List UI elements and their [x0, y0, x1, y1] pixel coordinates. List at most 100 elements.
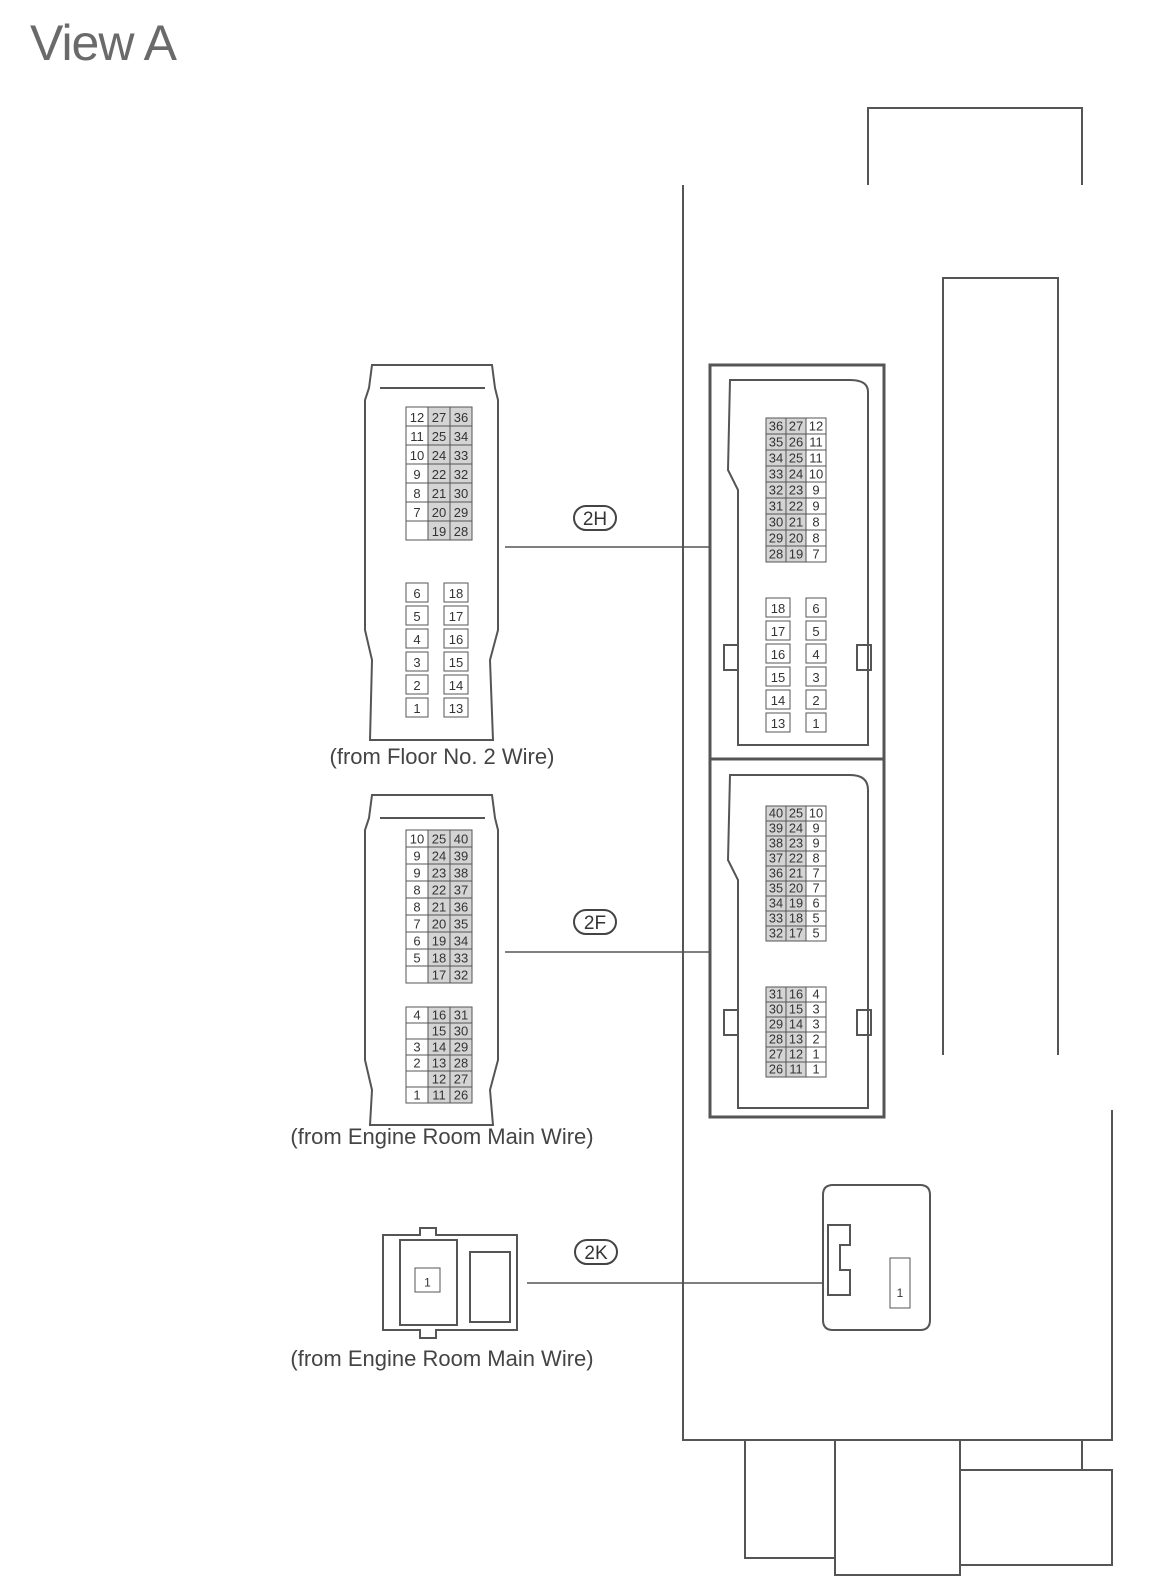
leader-lines: [505, 546, 823, 1284]
pin-cell: [449, 965, 473, 984]
pin-number: 36: [454, 410, 468, 425]
pin-number: 2: [413, 1055, 420, 1070]
pin-number: 28: [454, 1055, 468, 1070]
pin-cell: [449, 520, 473, 541]
pin-number: 16: [789, 987, 803, 1002]
pin-number: 8: [413, 486, 420, 501]
pin-number: 7: [812, 546, 819, 561]
pin-cell: [405, 628, 429, 649]
pin-cell: [765, 666, 791, 687]
pin-number: 10: [410, 448, 424, 463]
pin-number: 20: [432, 916, 446, 931]
pin-number: 30: [454, 1023, 468, 1038]
pin-cell: [805, 689, 827, 710]
pin-number: 32: [454, 467, 468, 482]
pin-number: 9: [812, 482, 819, 497]
pin-cell: [765, 712, 791, 733]
pin-number: 27: [769, 1047, 783, 1062]
pin-cell: [414, 1267, 441, 1293]
pin-number: 32: [769, 926, 783, 941]
connector-code-text: 2H: [583, 509, 607, 530]
pin-cell: [765, 689, 791, 710]
pin-cell: [805, 712, 827, 733]
pin-number: 6: [812, 896, 819, 911]
pin-number: 33: [769, 466, 783, 481]
pin-number: 33: [454, 950, 468, 965]
pin-number: 5: [413, 950, 420, 965]
pin-number: 11: [410, 429, 424, 444]
pin-number: 23: [789, 482, 803, 497]
pin-cell: [443, 697, 469, 718]
pin-number: 22: [432, 882, 446, 897]
pin-number: 4: [812, 987, 819, 1002]
socket-frames: [708, 363, 931, 1331]
pin-number: 3: [812, 1002, 819, 1017]
pin-number: 17: [432, 967, 446, 982]
pin-number: 19: [789, 546, 803, 561]
pin-number: 17: [789, 926, 803, 941]
plug-outlines: [364, 364, 518, 1339]
pin-number: 31: [769, 987, 783, 1002]
pin-number: 2: [812, 1032, 819, 1047]
pin-number: 25: [432, 831, 446, 846]
pin-number: 36: [454, 899, 468, 914]
pin-number: 30: [454, 486, 468, 501]
pin-cell: [443, 582, 469, 603]
pin-cell: [805, 545, 827, 563]
pin-number: 38: [454, 865, 468, 880]
pin-number: 3: [812, 1017, 819, 1032]
pin-number: 24: [432, 848, 446, 863]
pin-number: 17: [449, 609, 463, 624]
pin-cell: [805, 620, 827, 641]
pin-number: 15: [771, 670, 785, 685]
pin-number: 34: [769, 896, 783, 911]
pin-number: 15: [449, 655, 463, 670]
pin-cell: [449, 1086, 473, 1104]
pin-cell: [443, 651, 469, 672]
connector-source-label: (from Floor No. 2 Wire): [330, 744, 555, 769]
connector-code-2H: 2H: [573, 505, 617, 531]
pin-number: 11: [789, 1062, 802, 1077]
pin-number: 12: [432, 1071, 446, 1086]
pin-cell: [405, 651, 429, 672]
pin-number: 10: [809, 806, 823, 821]
pin-number: 7: [413, 916, 420, 931]
pin-number: 39: [454, 848, 468, 863]
pin-number: 1: [812, 1047, 819, 1062]
pin-number: 5: [812, 911, 819, 926]
pin-number: 18: [771, 601, 785, 616]
pin-number: 14: [432, 1039, 446, 1054]
connector-source-label: (from Engine Room Main Wire): [290, 1346, 593, 1371]
pin-number: 36: [769, 866, 783, 881]
pin-number: 35: [769, 434, 783, 449]
pin-number: 1: [897, 1286, 904, 1300]
pin-number: 17: [771, 624, 785, 639]
pin-cell: [405, 605, 429, 626]
pin-number: 26: [789, 434, 803, 449]
pin-number: 27: [789, 418, 803, 433]
pin-number: 18: [789, 911, 803, 926]
view-title: View A: [30, 15, 177, 71]
pin-cell: [443, 628, 469, 649]
pin-cell: [765, 620, 791, 641]
pin-number: 7: [812, 866, 819, 881]
pin-number: 20: [789, 530, 803, 545]
pin-cell: [405, 520, 429, 541]
pin-number: 8: [413, 882, 420, 897]
pin-number: 11: [809, 450, 823, 465]
pin-number: 6: [413, 933, 420, 948]
pin-number: 26: [769, 1062, 783, 1077]
pin-cell: [405, 674, 429, 695]
pin-number: 37: [769, 851, 783, 866]
connector-source-label: (from Engine Room Main Wire): [290, 1124, 593, 1149]
pin-cell: [805, 666, 827, 687]
pin-number: 18: [449, 586, 463, 601]
pin-number: 10: [809, 466, 823, 481]
pin-number: 28: [769, 546, 783, 561]
pin-cell: [805, 643, 827, 664]
pin-number: 9: [413, 467, 420, 482]
pin-number: 21: [432, 486, 446, 501]
pin-number: 5: [812, 926, 819, 941]
pin-number: 24: [789, 821, 803, 836]
